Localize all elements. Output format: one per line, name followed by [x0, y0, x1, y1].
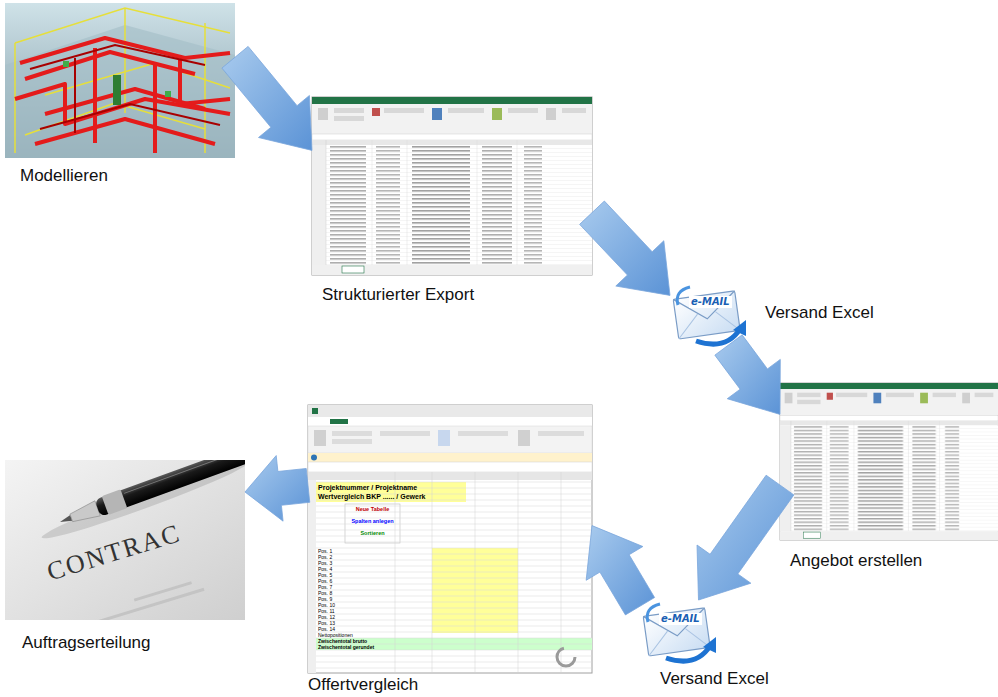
ribbon-icon — [314, 430, 326, 446]
row-header — [308, 480, 316, 673]
ribbon-icon — [332, 431, 372, 436]
cell-text: Pos. 10 — [318, 602, 335, 608]
cell-text: Pos. 2 — [318, 554, 332, 560]
comparison-sheet — [308, 405, 592, 673]
cell-text: Pos. 3 — [318, 560, 332, 566]
flow-arrow — [222, 46, 312, 150]
icon-text: e-MAIL — [659, 613, 702, 625]
tab-row — [308, 417, 592, 426]
flow-arrow — [245, 456, 310, 522]
step-caption: Versand Excel — [660, 669, 769, 689]
flow-arrow — [715, 335, 780, 415]
cell-text: Pos. 8 — [318, 590, 332, 596]
cell-text: Pos. 6 — [318, 578, 332, 584]
cell-text: Pos. 12 — [318, 614, 335, 620]
cell-text: Pos. 14 — [318, 626, 335, 632]
app-icon — [312, 408, 318, 414]
model-ground — [5, 3, 235, 158]
cell-text: Pos. 4 — [318, 566, 332, 572]
process-step: Versand Excel — [640, 600, 718, 662]
step-caption: Angebot erstellen — [790, 551, 922, 571]
process-step: Modellieren — [5, 3, 235, 158]
model-walls — [15, 8, 230, 153]
cell-text: Zwischentotal gerundet — [318, 644, 374, 650]
button-text: Sortieren — [345, 530, 400, 537]
paper — [5, 460, 245, 620]
sheet-heading: Wertvergleich BKP ...... / Gewerk — [318, 492, 426, 501]
button-text: Neue Tabelle — [345, 506, 400, 513]
ribbon-icon — [332, 439, 372, 444]
cell-text: Pos. 1 — [318, 548, 332, 554]
sheet-heading: Projektnummer / Projektname — [318, 483, 417, 492]
step-caption: Offertvergleich — [308, 675, 418, 695]
model-part — [165, 91, 171, 97]
email-icon — [643, 604, 716, 661]
step-caption: Modellieren — [20, 166, 108, 186]
model-pipes — [15, 38, 230, 153]
document-text: CONTRAC — [44, 518, 185, 587]
flow-arrow — [697, 475, 794, 600]
cell-text: Pos. 13 — [318, 620, 335, 626]
ribbon-icon — [438, 430, 450, 446]
ribbon-icon — [538, 431, 584, 436]
cell-text: Pos. 5 — [318, 572, 332, 578]
model-slab — [5, 25, 235, 158]
info-bar — [308, 453, 592, 462]
step-caption: Auftragserteilung — [22, 633, 151, 653]
pen — [57, 460, 245, 531]
cell-text: Pos. 11 — [318, 608, 335, 614]
model-pipes-thin — [30, 45, 220, 133]
ribbon-icon — [458, 431, 508, 436]
ribbon-icon — [518, 430, 530, 446]
column-header — [308, 472, 592, 480]
process-step: Strukturierter Export — [312, 97, 592, 275]
icon-text: e-MAIL — [689, 296, 732, 308]
process-step: Versand Excel — [670, 283, 748, 345]
paper-lines — [96, 578, 205, 620]
cell-text: Zwischentotal brutto — [318, 638, 367, 644]
model-column — [113, 75, 121, 105]
cell-text: Pos. 7 — [318, 584, 332, 590]
ribbon — [308, 426, 592, 453]
ribbon-icon — [380, 431, 430, 436]
info-dot — [311, 455, 317, 461]
email-icon — [673, 287, 746, 344]
cell-text: Nettopositionen — [318, 632, 353, 638]
flow-arrow — [580, 201, 670, 295]
step-caption: Strukturierter Export — [322, 285, 474, 305]
step-caption: Versand Excel — [765, 303, 874, 323]
button-text: Spalten anlegen — [345, 518, 400, 525]
contract-photo — [5, 460, 245, 620]
excel-offer — [780, 383, 998, 540]
tab-active — [330, 419, 348, 424]
process-step: Angebot erstellen — [780, 383, 998, 540]
excel-export — [312, 97, 592, 275]
title-bar — [308, 405, 592, 417]
formula-bar — [308, 462, 592, 472]
sheet-grid — [316, 480, 592, 673]
3d-model — [5, 3, 235, 158]
flow-arrow — [586, 526, 654, 615]
model-part — [63, 61, 69, 67]
sheet-frame — [308, 405, 592, 673]
cell-text: Pos. 9 — [318, 596, 332, 602]
column-lines — [395, 472, 561, 673]
busy-spinner — [557, 648, 575, 666]
